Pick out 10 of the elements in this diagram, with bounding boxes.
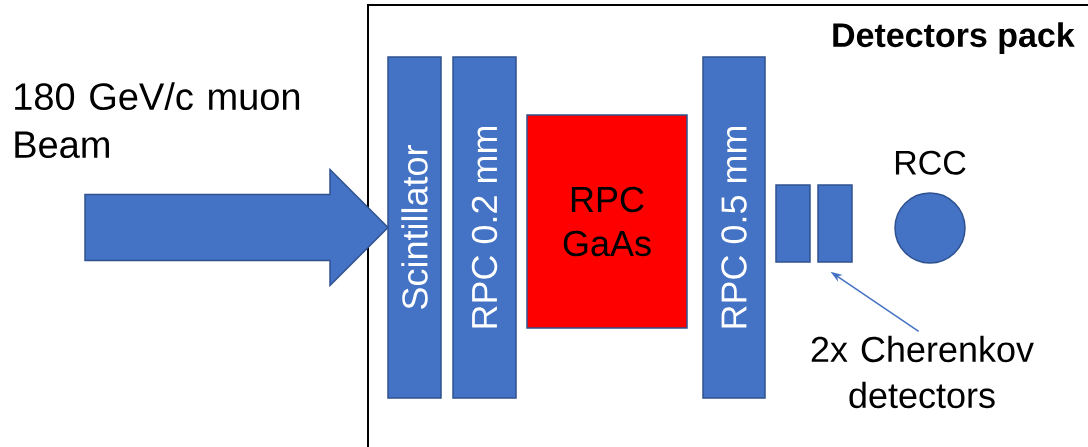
beam-label: 180 GeV/c muon Beam [15, 82, 300, 159]
detector-box [775, 184, 811, 263]
detector-bar: RPC 0.5 mm [702, 56, 766, 399]
detector-block: RPC GaAs [526, 114, 688, 329]
block-arrow [84, 167, 390, 288]
detector-box [817, 184, 853, 263]
detector-bar: Scintillator [387, 56, 442, 399]
detector-bar: RPC 0.2 mm [452, 56, 517, 399]
node-label: RCC [895, 150, 966, 175]
detector-label: 2x Cherenkov detectors [811, 335, 1034, 409]
